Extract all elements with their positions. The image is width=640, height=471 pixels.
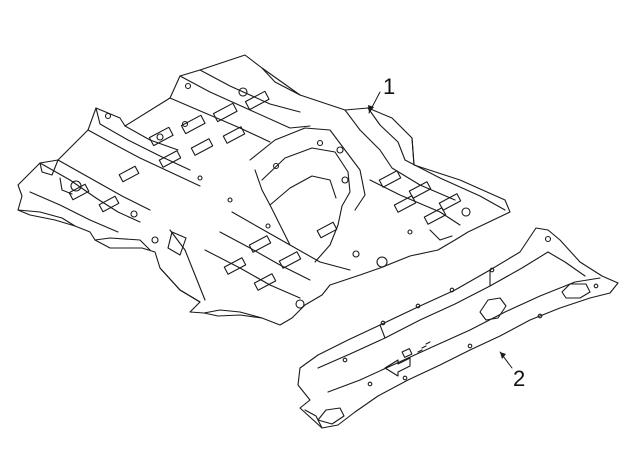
floor-pan-part-1: [17, 54, 511, 326]
floor-pan-stampings: [68, 90, 462, 291]
callout-label-1: 1: [383, 74, 396, 99]
floor-pan-outline: [17, 54, 511, 326]
shield-rear-pad: [561, 283, 591, 299]
callout-label-2: 2: [513, 366, 526, 391]
under-cover-outline: [297, 227, 619, 429]
arrow-emboss: [384, 357, 411, 377]
leader-arrow-2: [500, 352, 506, 359]
shield-front-pad: [317, 407, 345, 425]
under-cover-part-2: [297, 227, 619, 429]
under-cover-holes: [342, 235, 599, 387]
leader-arrow-1: [368, 105, 374, 113]
floor-pan-holes: [70, 82, 471, 309]
leader-lines: [368, 91, 513, 369]
shield-mount-pad: [479, 297, 507, 321]
